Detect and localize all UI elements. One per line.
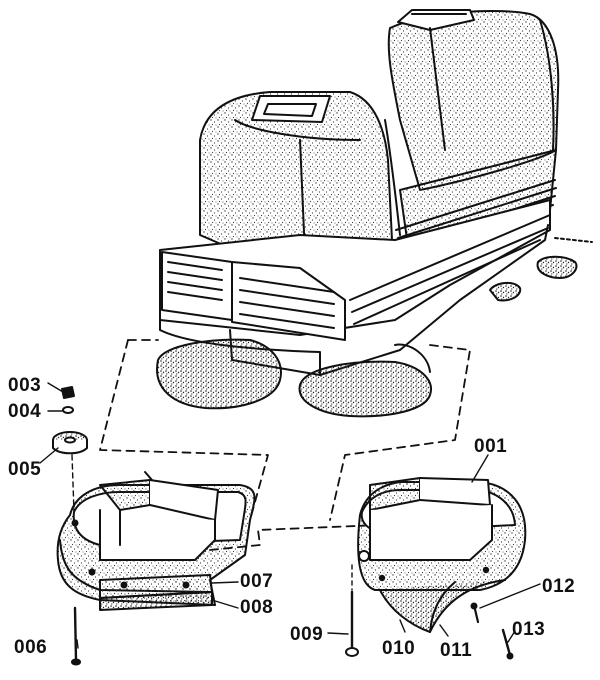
callout-008: 008 — [240, 597, 274, 618]
left-brush-deck — [56, 471, 256, 611]
callout-004: 004 — [8, 401, 42, 422]
callout-005: 005 — [8, 459, 42, 480]
callout-011: 011 — [440, 640, 473, 661]
scrubber-machine — [159, 9, 593, 376]
small-hardware — [52, 386, 514, 666]
callout-009: 009 — [290, 624, 324, 645]
callout-003: 003 — [8, 375, 42, 396]
dashed-guide-upper — [99, 339, 471, 521]
right-brush-deck — [357, 477, 527, 633]
callout-007: 007 — [240, 571, 274, 592]
dashed-guide-lower — [209, 524, 381, 551]
scrub-brushes — [156, 338, 432, 418]
callout-001: 001 — [474, 436, 508, 457]
callout-013: 013 — [512, 619, 546, 640]
callout-006: 006 — [14, 637, 48, 658]
leader-lines — [39, 382, 541, 649]
callout-012: 012 — [542, 576, 576, 597]
callout-010: 010 — [382, 638, 416, 659]
